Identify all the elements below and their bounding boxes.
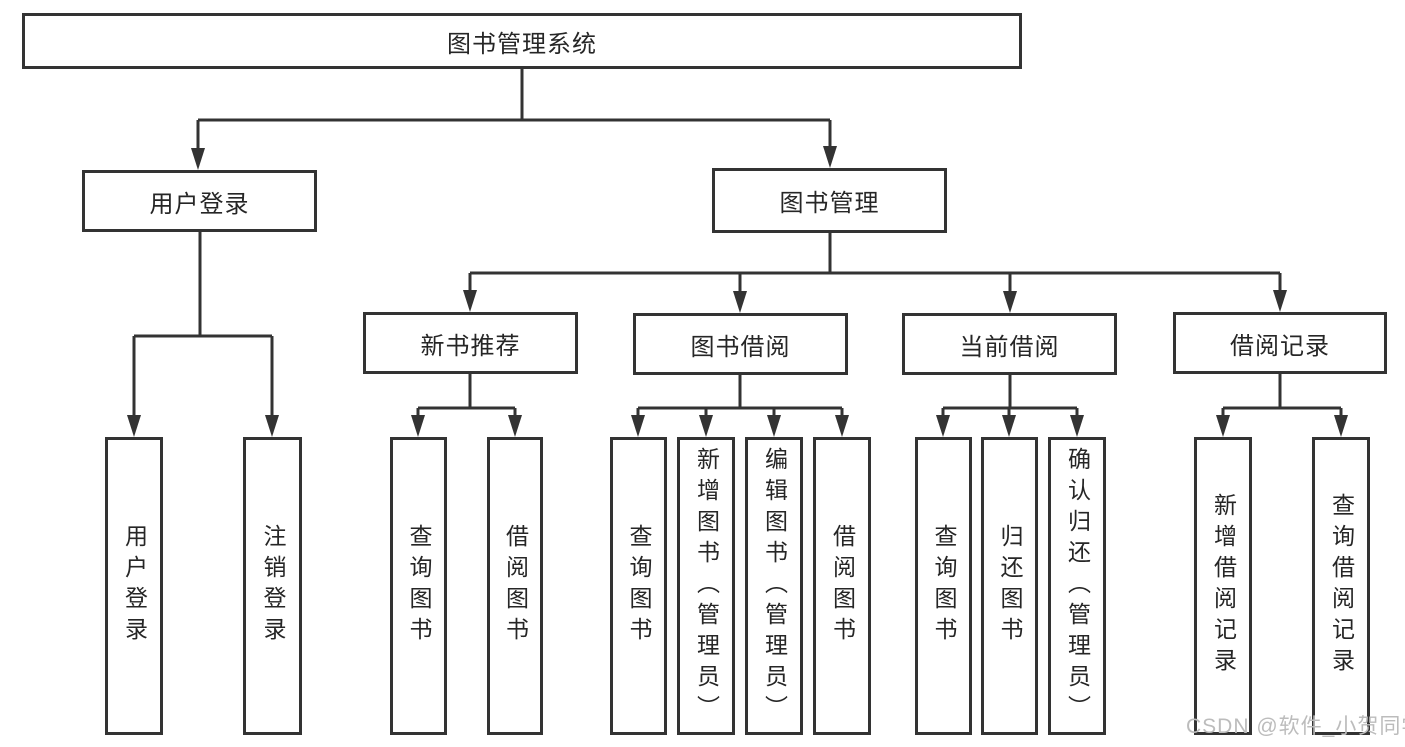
leaf-add-borrow-record: 新增借阅记录 (1194, 437, 1252, 735)
leaf-confirm-return-admin: 确认归还（管理员） (1048, 437, 1106, 735)
leaf-borrow-books-borrowing: 借阅图书 (813, 437, 871, 735)
leaf-logout: 注销登录 (243, 437, 302, 735)
node-current-borrowing: 当前借阅 (902, 313, 1117, 375)
leaf-add-books-admin: 新增图书（管理员） (677, 437, 735, 735)
leaf-return-books: 归还图书 (981, 437, 1038, 735)
leaf-query-borrow-record: 查询借阅记录 (1312, 437, 1370, 735)
leaf-query-books-newbook: 查询图书 (390, 437, 447, 735)
arrowheads (127, 146, 1348, 437)
leaf-user-login: 用户登录 (105, 437, 163, 735)
leaf-query-books-current: 查询图书 (915, 437, 972, 735)
leaf-query-books-borrowing: 查询图书 (610, 437, 667, 735)
leaf-edit-books-admin: 编辑图书（管理员） (745, 437, 803, 735)
node-book-borrowing: 图书借阅 (633, 313, 848, 375)
node-borrowing-records: 借阅记录 (1173, 312, 1387, 374)
node-user-login: 用户登录 (82, 170, 317, 232)
node-root-library-management-system: 图书管理系统 (22, 13, 1022, 69)
node-new-book-recommendation: 新书推荐 (363, 312, 578, 374)
node-book-management: 图书管理 (712, 168, 947, 233)
leaf-borrow-books-newbook: 借阅图书 (487, 437, 543, 735)
csdn-watermark: CSDN @软件_小贺同学 (1186, 715, 1405, 738)
